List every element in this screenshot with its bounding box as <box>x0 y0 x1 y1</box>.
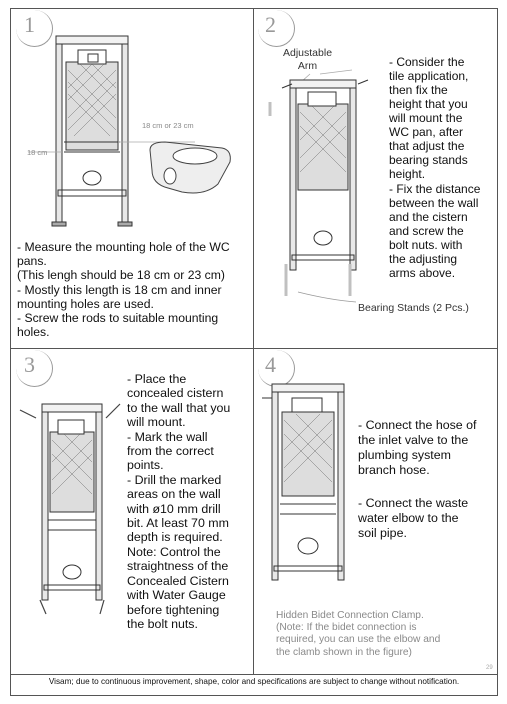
text-line: will mount. <box>127 415 186 430</box>
text-line: the adjusting <box>389 252 458 266</box>
step-number: 4 <box>265 352 276 377</box>
text-line: to the wall that you <box>127 400 231 415</box>
text-line: Hidden Bidet Connection Clamp. <box>276 610 424 621</box>
text-line: - Connect the hose of <box>358 418 477 432</box>
step-1-text: - Measure the mounting hole of the WC pa… <box>17 240 230 339</box>
bearing-stands-label: Bearing Stands (2 Pcs.) <box>358 302 469 314</box>
step-number-circle <box>16 10 53 47</box>
text-line: - Mark the wall <box>127 429 208 444</box>
text-line: - Place the <box>127 372 187 386</box>
text-line: between the wall <box>389 196 479 210</box>
text-line: branch hose. <box>358 463 430 477</box>
text-line: pans. <box>17 254 47 269</box>
text-line: will mount the <box>389 111 463 125</box>
step-number: 2 <box>265 12 276 37</box>
text-line: with ø10 mm drill <box>127 501 221 516</box>
label-line: Arm <box>297 60 318 72</box>
text-line: water elbow to the <box>358 511 459 525</box>
text-line: - Consider the <box>389 55 465 69</box>
text-line: and the cistern <box>389 210 468 224</box>
page-number: 29 <box>486 665 493 671</box>
step-4-text-a: - Connect the hose of the inlet valve to… <box>358 418 476 478</box>
step-number-circle <box>16 350 53 387</box>
text-line: plumbing system <box>358 448 451 462</box>
text-line: tile application, <box>389 69 469 83</box>
panel-divider-horizontal <box>10 348 498 349</box>
text-line: Concealed Cistern <box>127 573 229 588</box>
text-line: with Water Gauge <box>127 588 226 603</box>
text-line: bit. At least 70 mm <box>127 516 229 531</box>
text-line: required, you can use the elbow and <box>276 634 441 646</box>
dimension-label-width: 18 cm <box>27 148 48 157</box>
text-line: before tightening <box>127 602 220 617</box>
text-line: - Mostly this length is 18 cm and inner <box>17 282 222 297</box>
text-line: - Measure the mounting hole of the WC <box>17 240 230 254</box>
instruction-sheet <box>10 8 498 696</box>
text-line: WC pan, after <box>389 125 464 139</box>
text-line: concealed cistern <box>127 386 224 401</box>
panel-divider-vertical <box>253 8 254 674</box>
text-line: - Drill the marked <box>127 472 222 487</box>
text-line: soil pipe. <box>358 526 407 540</box>
text-line: mounting holes are used. <box>17 296 154 311</box>
text-line: arms above. <box>389 266 456 280</box>
text-line: the bolt nuts. <box>127 616 198 631</box>
text-line: depth is required. <box>127 530 223 545</box>
text-line: the clamb shown in the figure) <box>276 646 412 658</box>
bidet-clamp-note: Hidden Bidet Connection Clamp. (Note: If… <box>276 610 440 659</box>
text-line: bolt nuts. with <box>389 238 463 252</box>
footer-divider <box>10 674 498 675</box>
text-line: (This lengh should be 18 cm or 23 cm) <box>17 268 225 283</box>
text-line: then fix the <box>389 83 448 97</box>
text-line: that adjust the <box>389 139 465 153</box>
text-line: bearing stands <box>389 153 468 167</box>
text-line: - Connect the waste <box>358 496 469 510</box>
step-2-text-b: - Fix the distance between the wall and … <box>389 182 480 280</box>
text-line: (Note: If the bidet connection is <box>276 622 417 634</box>
text-line: and screw the <box>389 224 464 238</box>
text-line: holes. <box>17 325 50 340</box>
text-line: - Screw the rods to suitable mounting <box>17 311 219 326</box>
disclaimer-footer: Visam; due to continuous improvement, sh… <box>48 677 460 686</box>
dimension-label-hole: 18 cm or 23 cm <box>142 121 194 130</box>
text-line: the inlet valve to the <box>358 433 469 447</box>
step-number-circle <box>258 10 295 47</box>
text-line: height. <box>389 167 426 181</box>
text-line: areas on the wall <box>127 487 221 502</box>
text-line: from the correct <box>127 444 214 459</box>
text-line: Note: Control the <box>127 544 221 559</box>
text-line: - Fix the distance <box>389 182 481 196</box>
text-line: straightness of the <box>127 559 229 574</box>
step-2-text-a: - Consider the tile application, then fi… <box>389 55 468 181</box>
text-line: points. <box>127 458 164 473</box>
step-number: 3 <box>24 352 35 377</box>
label-line: Adjustable <box>283 47 333 59</box>
step-number: 1 <box>24 12 35 37</box>
step-3-text: - Place the concealed cistern to the wal… <box>127 372 230 631</box>
text-line: height that you <box>389 97 468 111</box>
step-4-text-b: - Connect the waste water elbow to the s… <box>358 496 468 541</box>
adjustable-arm-label: Adjustable Arm <box>283 47 332 73</box>
